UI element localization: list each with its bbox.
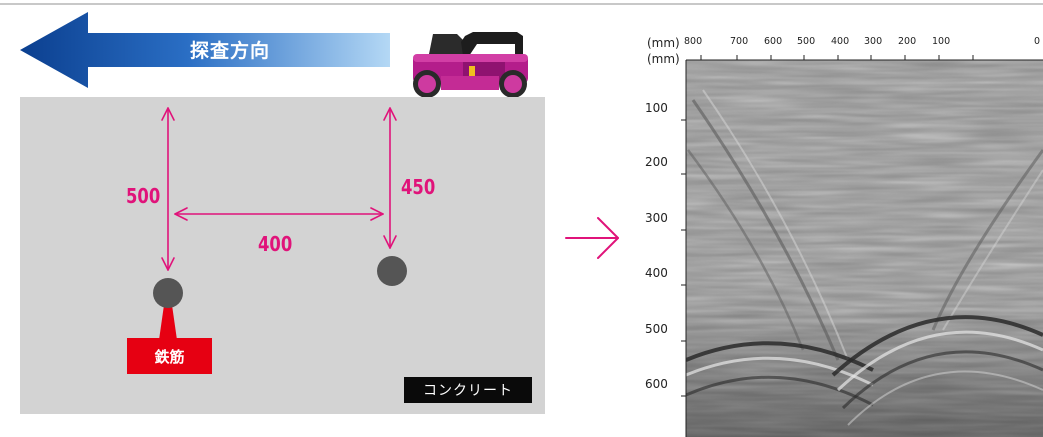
x-tick-label: 700 xyxy=(730,36,749,47)
y-tick-label: 500 xyxy=(645,322,668,336)
x-tick-label: 500 xyxy=(797,36,816,47)
x-tick-label: 100 xyxy=(932,36,951,47)
y-tick-label: 300 xyxy=(645,211,668,225)
depth-label-right: 450 xyxy=(401,175,436,199)
result-arrow-icon xyxy=(565,217,619,259)
gpr-radargram xyxy=(681,55,1043,437)
x-tick-label: 0 xyxy=(1034,36,1041,47)
rebar-tag: 鉄筋 xyxy=(127,338,212,374)
rebar-right xyxy=(377,256,407,286)
x-axis-unit: (mm) xyxy=(647,36,680,50)
top-divider xyxy=(0,3,1043,5)
concrete-tag: コンクリート xyxy=(404,377,532,403)
y-tick-label: 400 xyxy=(645,266,668,280)
scan-direction-arrow xyxy=(20,12,390,88)
spacing-label: 400 xyxy=(258,232,293,256)
x-tick-label: 200 xyxy=(898,36,917,47)
dimension-arrows xyxy=(159,107,397,340)
x-tick-label: 800 xyxy=(684,36,703,47)
x-tick-label: 400 xyxy=(831,36,850,47)
y-tick-label: 100 xyxy=(645,101,668,115)
x-tick-label: 300 xyxy=(864,36,883,47)
depth-label-left: 500 xyxy=(126,184,161,208)
y-tick-label: 600 xyxy=(645,377,668,391)
scan-direction-label: 探査方向 xyxy=(189,39,270,62)
rebar-left xyxy=(153,278,183,308)
concrete-block xyxy=(20,97,545,414)
x-tick-label: 600 xyxy=(764,36,783,47)
y-tick-label: 200 xyxy=(645,155,668,169)
y-axis-unit: (mm) xyxy=(647,52,680,66)
gpr-scanner-device xyxy=(413,32,528,98)
